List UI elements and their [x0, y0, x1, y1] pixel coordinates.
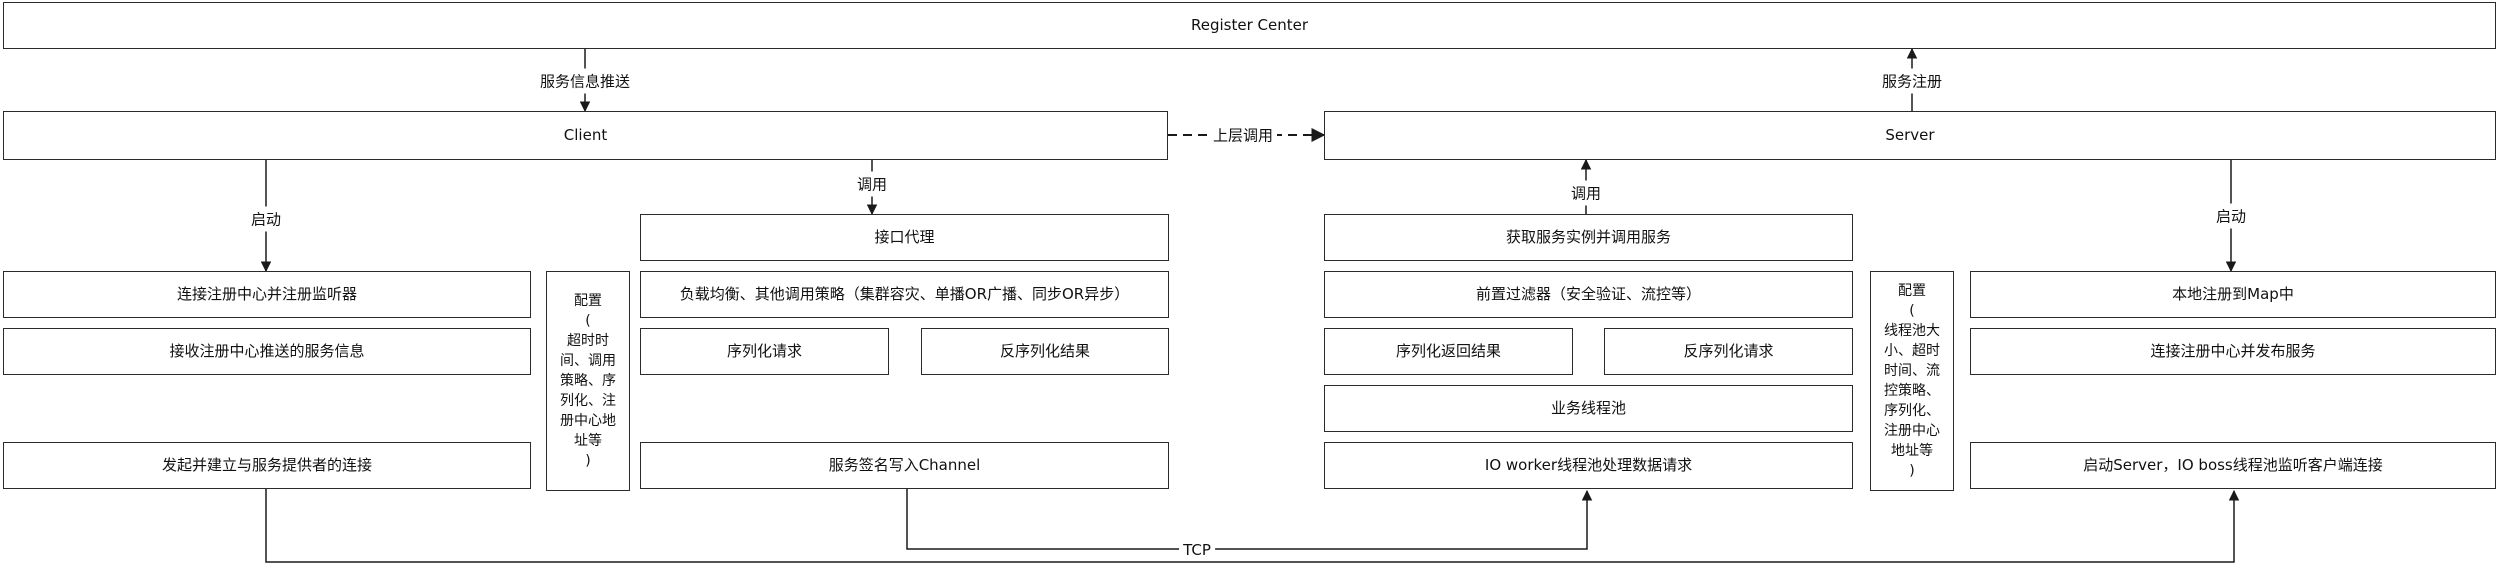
load-balance-label: 负载均衡、其他调用策略（集群容灾、单播OR广播、同步OR异步）	[679, 285, 1130, 304]
tcp-channel-line	[906, 489, 1593, 550]
initiate-connection-box: 发起并建立与服务提供者的连接	[3, 442, 531, 489]
server-box: Server	[1324, 111, 2496, 160]
serialize-request-label: 序列化请求	[726, 342, 802, 361]
service-register-label: 服务注册	[1877, 68, 1947, 94]
serialize-return-label: 序列化返回结果	[1395, 342, 1501, 361]
service-info-push-label: 服务信息推送	[535, 68, 635, 94]
receive-pushed-info-label: 接收注册中心推送的服务信息	[169, 342, 365, 361]
tcp-client-connect-line	[265, 489, 2240, 563]
write-channel-label: 服务签名写入Channel	[828, 456, 981, 475]
business-pool-label: 业务线程池	[1550, 399, 1626, 418]
server-invoke-label: 调用	[1566, 180, 1606, 206]
upper-call-label: 上层调用	[1208, 122, 1278, 148]
receive-pushed-info-box: 接收注册中心推送的服务信息	[3, 328, 531, 375]
start-server-label: 启动Server，IO boss线程池监听客户端连接	[2083, 456, 2383, 475]
interface-proxy-label: 接口代理	[874, 228, 935, 247]
get-service-instance-label: 获取服务实例并调用服务	[1505, 228, 1671, 247]
client-invoke-label: 调用	[852, 171, 892, 197]
connect-registry-publish-label: 连接注册中心并发布服务	[2150, 342, 2316, 361]
client-config-label: 配置 ( 超时时 间、调用 策略、序 列化、注 册中心地 址等 )	[560, 293, 616, 469]
deserialize-result-box: 反序列化结果	[921, 328, 1169, 375]
client-box: Client	[3, 111, 1168, 160]
serialize-request-box: 序列化请求	[640, 328, 889, 375]
register-center-label: Register Center	[1190, 16, 1308, 35]
server-config-box: 配置 ( 线程池大 小、超时 时间、流 控策略、 序列化、 注册中心 地址等 )	[1870, 271, 1954, 491]
serialize-return-box: 序列化返回结果	[1324, 328, 1573, 375]
connect-registry-listener-box: 连接注册中心并注册监听器	[3, 271, 531, 318]
tcp-label: TCP	[1179, 539, 1215, 561]
deserialize-request-label: 反序列化请求	[1683, 342, 1774, 361]
register-center-box: Register Center	[3, 2, 2496, 49]
io-worker-label: IO worker线程池处理数据请求	[1484, 456, 1693, 475]
start-server-box: 启动Server，IO boss线程池监听客户端连接	[1970, 442, 2496, 489]
local-register-map-box: 本地注册到Map中	[1970, 271, 2496, 318]
client-start-label: 启动	[246, 206, 286, 232]
load-balance-box: 负载均衡、其他调用策略（集群容灾、单播OR广播、同步OR异步）	[640, 271, 1169, 318]
client-config-box: 配置 ( 超时时 间、调用 策略、序 列化、注 册中心地 址等 )	[546, 271, 630, 491]
server-config-label: 配置 ( 线程池大 小、超时 时间、流 控策略、 序列化、 注册中心 地址等 )	[1884, 283, 1940, 479]
business-pool-box: 业务线程池	[1324, 385, 1853, 432]
server-start-label: 启动	[2211, 203, 2251, 229]
interface-proxy-box: 接口代理	[640, 214, 1169, 261]
pre-filter-box: 前置过滤器（安全验证、流控等）	[1324, 271, 1853, 318]
server-label: Server	[1885, 126, 1935, 145]
initiate-connection-label: 发起并建立与服务提供者的连接	[161, 456, 372, 475]
deserialize-result-label: 反序列化结果	[999, 342, 1090, 361]
connect-registry-listener-label: 连接注册中心并注册监听器	[176, 285, 357, 304]
connect-registry-publish-box: 连接注册中心并发布服务	[1970, 328, 2496, 375]
write-channel-box: 服务签名写入Channel	[640, 442, 1169, 489]
get-service-instance-box: 获取服务实例并调用服务	[1324, 214, 1853, 261]
pre-filter-label: 前置过滤器（安全验证、流控等）	[1475, 285, 1701, 304]
io-worker-box: IO worker线程池处理数据请求	[1324, 442, 1853, 489]
deserialize-request-box: 反序列化请求	[1604, 328, 1853, 375]
local-register-map-label: 本地注册到Map中	[2172, 285, 2294, 304]
client-label: Client	[563, 126, 608, 145]
